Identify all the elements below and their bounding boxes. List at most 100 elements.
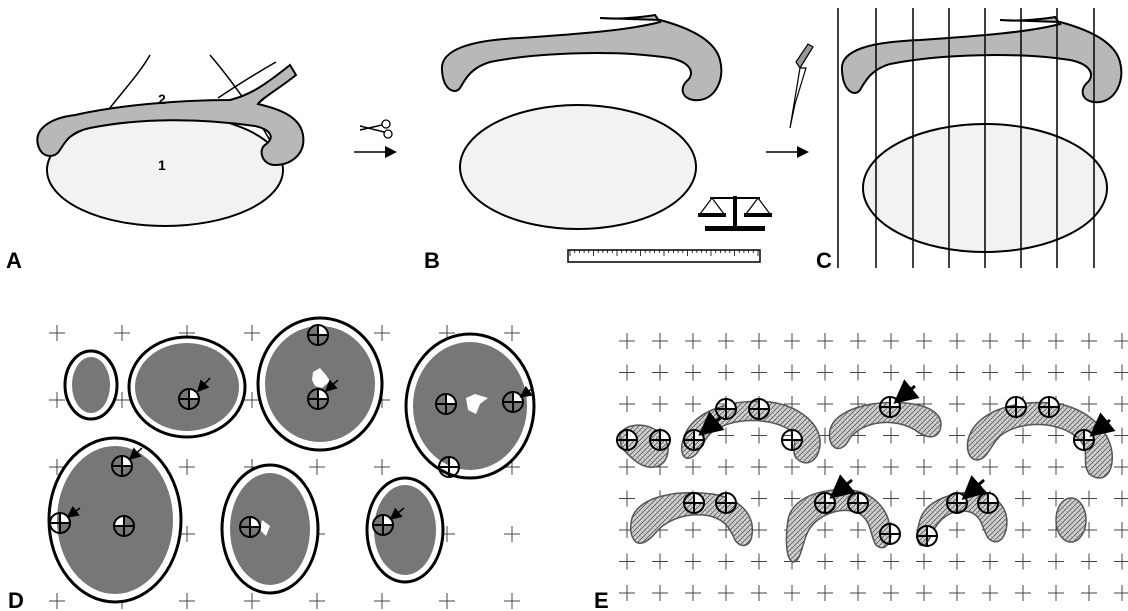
grid-cross	[817, 585, 833, 601]
panel-letter-b: B	[424, 248, 440, 273]
section-d3	[258, 318, 382, 450]
ruler-icon	[568, 250, 760, 262]
section-d1	[65, 351, 117, 419]
fornix-cut	[442, 15, 721, 100]
label-1: 1	[158, 157, 166, 173]
grid-cross	[751, 522, 767, 538]
grid-cross	[652, 333, 668, 349]
panel-b: B	[424, 15, 772, 273]
grid-cross	[619, 333, 635, 349]
grid-cross	[850, 522, 866, 538]
grid-cross	[916, 459, 932, 475]
section-d2	[129, 337, 245, 437]
grid-cross	[504, 593, 520, 609]
fornix-section-e8	[1056, 498, 1086, 542]
quarter-circle-probe-icon	[503, 392, 523, 412]
grid-cross	[309, 459, 325, 475]
grid-cross	[883, 333, 899, 349]
panel-letter-a: A	[6, 248, 22, 273]
grid-cross	[949, 522, 965, 538]
grid-cross	[1081, 396, 1097, 412]
grid-cross	[949, 396, 965, 412]
grid-cross	[504, 526, 520, 542]
grid-cross	[504, 325, 520, 341]
grid-cross	[374, 593, 390, 609]
grid-cross	[1114, 365, 1128, 381]
grid-cross	[652, 585, 668, 601]
grid-cross	[652, 554, 668, 570]
grid-cross	[982, 554, 998, 570]
grid-cross	[1081, 585, 1097, 601]
quarter-circle-probe-icon	[617, 430, 637, 450]
grid-cross	[1015, 365, 1031, 381]
grid-cross	[619, 365, 635, 381]
balance-scale-icon	[698, 196, 772, 231]
grid-cross	[49, 392, 65, 408]
grid-cross	[784, 333, 800, 349]
quarter-circle-probe-icon	[650, 430, 670, 450]
specimen-ellipse-cut	[460, 105, 696, 229]
grid-cross	[374, 459, 390, 475]
scissors-icon	[360, 120, 392, 138]
grid-cross	[1015, 333, 1031, 349]
label-2: 2	[158, 91, 166, 107]
grid-cross	[1114, 522, 1128, 538]
grid-cross	[1081, 491, 1097, 507]
quarter-circle-probe-icon	[978, 493, 998, 513]
quarter-circle-probe-icon	[1074, 430, 1094, 450]
quarter-circle-probe-icon	[749, 399, 769, 419]
grid-cross	[1081, 365, 1097, 381]
grid-cross	[1048, 365, 1064, 381]
grid-cross	[1015, 554, 1031, 570]
grid-cross	[309, 593, 325, 609]
grid-cross	[751, 554, 767, 570]
grid-cross	[916, 491, 932, 507]
grid-cross	[982, 396, 998, 412]
grid-cross	[1015, 428, 1031, 444]
grid-cross	[718, 428, 734, 444]
grid-cross	[718, 459, 734, 475]
panel-a: 2 1 A	[6, 55, 303, 273]
grid-cross	[244, 593, 260, 609]
grid-cross	[439, 593, 455, 609]
section-d6	[222, 465, 318, 593]
grid-cross	[916, 585, 932, 601]
grid-cross	[817, 333, 833, 349]
grid-cross	[685, 333, 701, 349]
point-grid-e	[619, 333, 1128, 601]
grid-cross	[1048, 428, 1064, 444]
quarter-circle-probe-icon	[684, 493, 704, 513]
grid-cross	[1114, 396, 1128, 412]
section-d4	[406, 334, 534, 478]
panel-letter-c: C	[816, 248, 832, 273]
grid-cross	[850, 585, 866, 601]
grid-cross	[751, 459, 767, 475]
grid-cross	[374, 325, 390, 341]
grid-cross	[1081, 333, 1097, 349]
grid-cross	[1114, 491, 1128, 507]
grid-cross	[718, 333, 734, 349]
grid-cross	[179, 459, 195, 475]
grid-cross	[1081, 554, 1097, 570]
scalpel-icon	[790, 44, 813, 128]
grid-cross	[685, 522, 701, 538]
grid-cross	[685, 459, 701, 475]
panel-c: C	[816, 8, 1121, 273]
grid-cross	[1048, 554, 1064, 570]
grid-cross	[619, 554, 635, 570]
grid-cross	[949, 585, 965, 601]
grid-cross	[1015, 491, 1031, 507]
grid-cross	[1114, 585, 1128, 601]
grid-cross	[817, 522, 833, 538]
quarter-circle-probe-icon	[114, 516, 134, 536]
quarter-circle-probe-icon	[1006, 397, 1026, 417]
quarter-circle-probe-icon	[815, 493, 835, 513]
grid-cross	[652, 396, 668, 412]
panel-e: E	[594, 333, 1128, 611]
quarter-circle-probe-icon	[240, 517, 260, 537]
panel-d: D	[8, 318, 534, 611]
grid-cross	[784, 365, 800, 381]
grid-cross	[949, 459, 965, 475]
grid-cross	[1114, 459, 1128, 475]
